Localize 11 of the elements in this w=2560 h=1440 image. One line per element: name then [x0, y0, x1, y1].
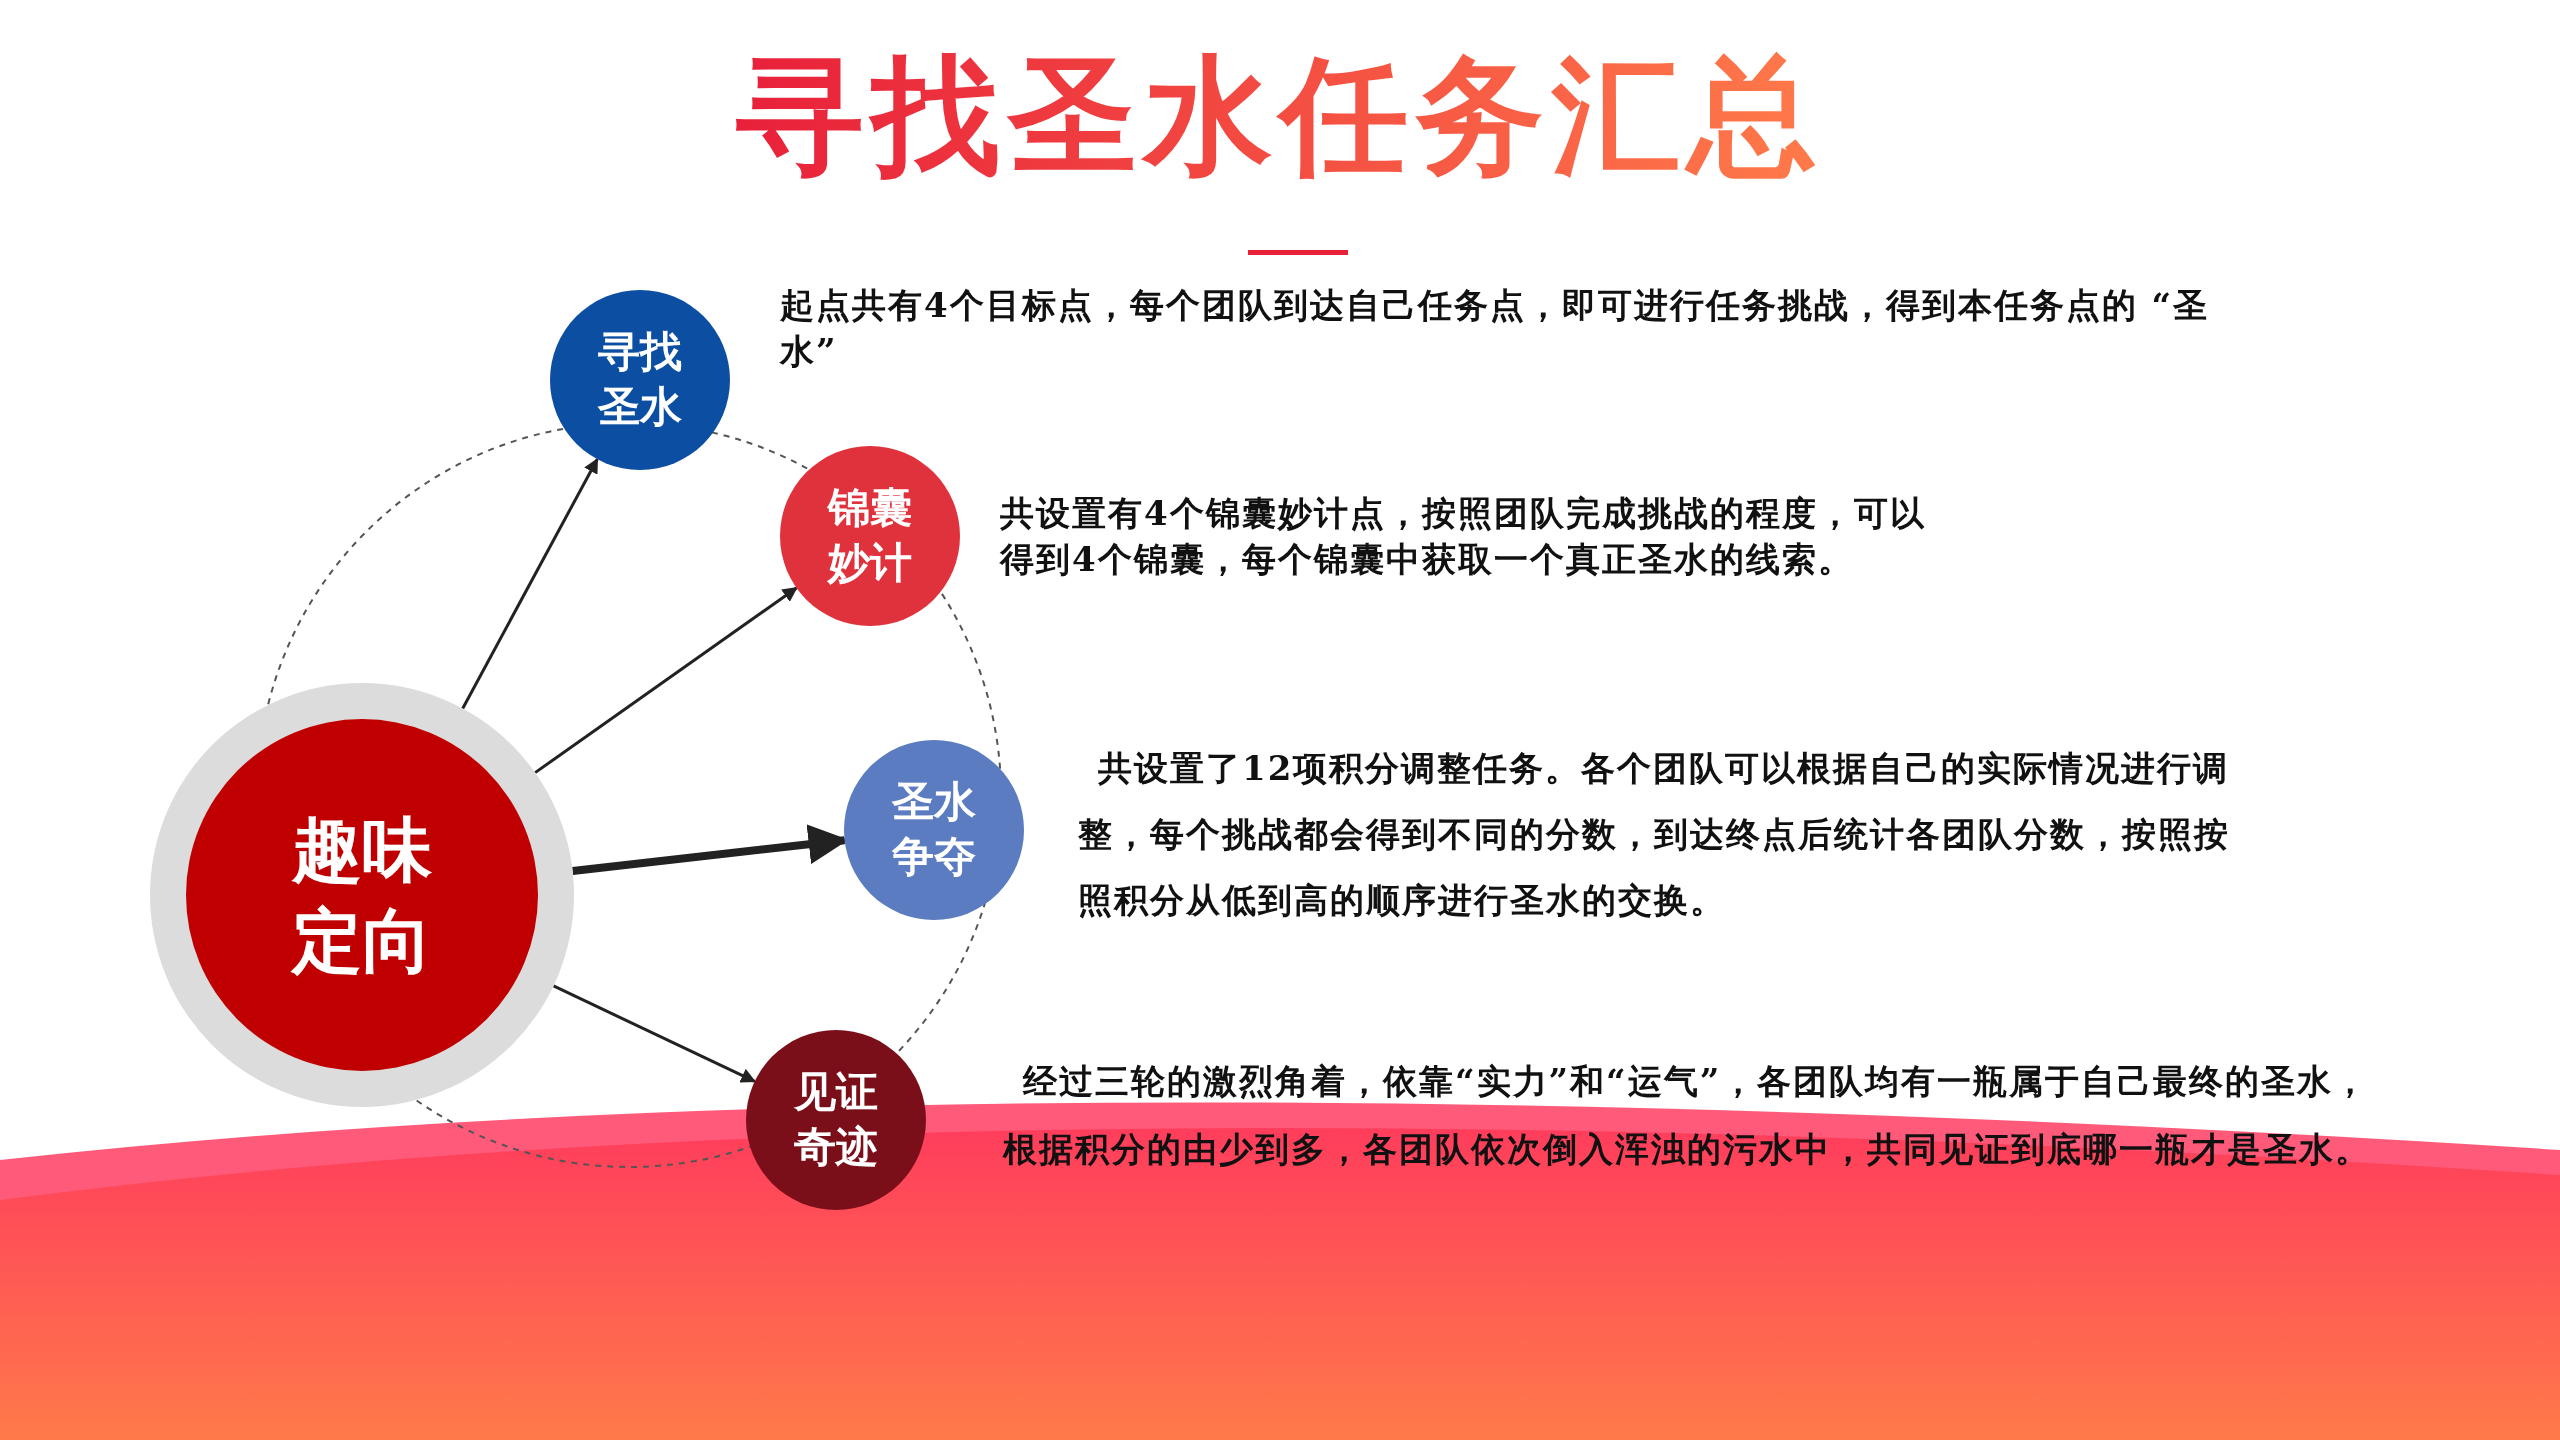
circle-label: 趣味定向	[290, 807, 433, 984]
circle-label: 锦囊妙计	[826, 482, 913, 589]
arrow	[461, 457, 599, 710]
circle-label: 见证奇迹	[793, 1066, 879, 1173]
description-text: 起点共有4个目标点，每个团队到达自己任务点，即可进行任务挑战，得到本任务点的 “圣水”	[780, 284, 2210, 373]
description-text: 经过三轮的激烈角着，依靠“实力”和“运气”，各团队均有一瓶属于自己最终的圣水，根据积分的由少到多，各团队依次倒入浑浊的污水中，共同见证到底哪一瓶才是圣水。	[1003, 1060, 2372, 1171]
arrow	[552, 984, 757, 1083]
circle-label: 寻找圣水	[597, 326, 683, 433]
arrow	[534, 586, 798, 774]
description-text: 共设置有4个锦囊妙计点，按照团队完成挑战的程度，可以得到4个锦囊，每个锦囊中获取一个真正圣水的线索。	[1000, 492, 1927, 581]
circle-label: 圣水争夺	[891, 776, 977, 883]
